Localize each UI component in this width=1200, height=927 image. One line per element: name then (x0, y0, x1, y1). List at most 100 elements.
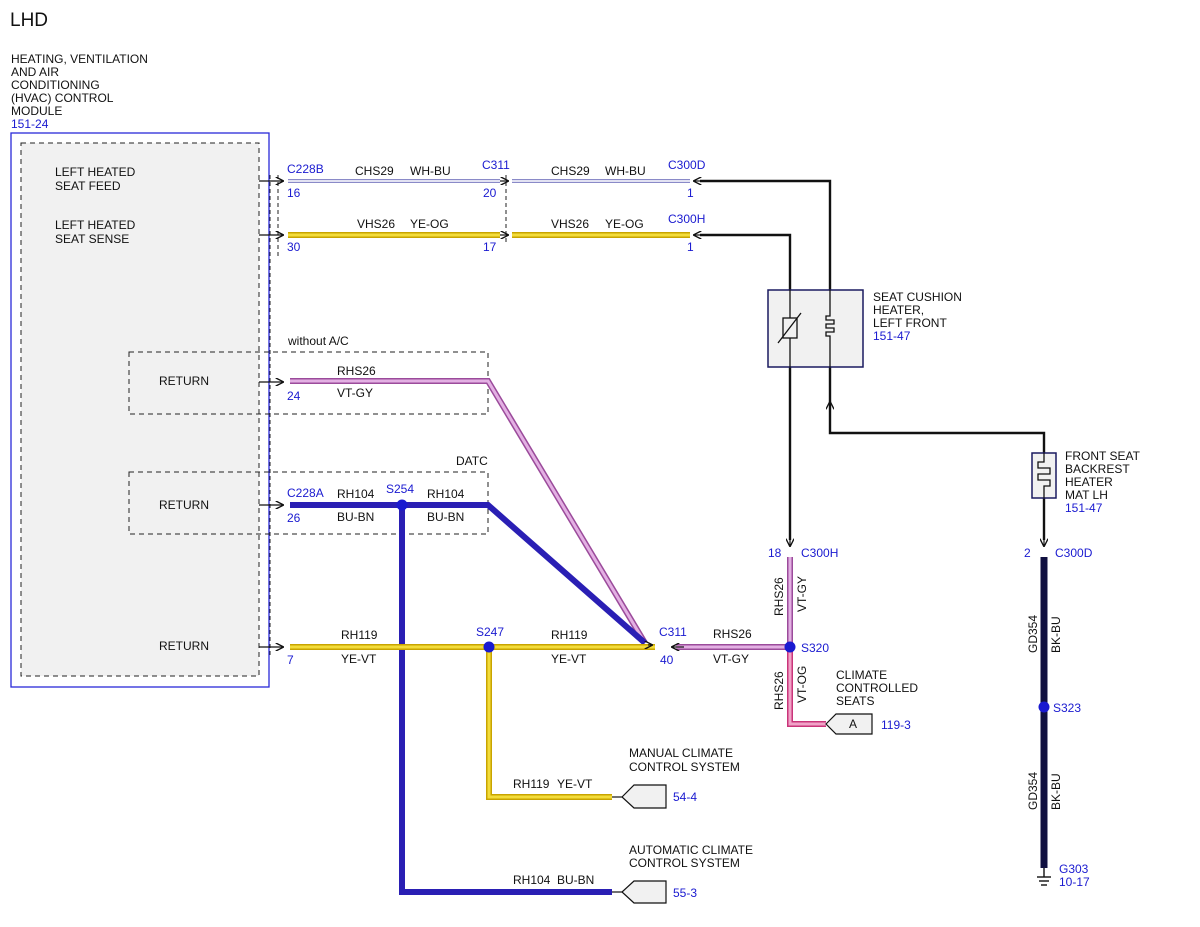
wl-rhs26-a: RHS26 (337, 364, 376, 378)
wl-chs29-a: CHS29 (355, 164, 394, 178)
wl-bkbu-v2: BK-BU (1049, 773, 1063, 810)
wl-yevt-b: YE-VT (551, 652, 587, 666)
wire-c300d-to-heater (700, 179, 832, 290)
wire-rhs26-vt-og (787, 647, 826, 727)
wl-rhs26-v1: RHS26 (772, 577, 786, 616)
pin-return-1: RETURN (159, 374, 209, 388)
backrest-line-3: HEATER (1065, 475, 1113, 489)
splice-s247-label: S247 (476, 625, 504, 639)
wl-yevt-a: YE-VT (341, 652, 377, 666)
conn-c300h-bot-pin: 18 (768, 546, 782, 560)
module-label: HEATING, VENTILATION AND AIR CONDITIONIN… (11, 52, 148, 131)
manual-line-2: CONTROL SYSTEM (629, 760, 740, 774)
wl-vhs26-b: VHS26 (551, 217, 589, 231)
manual-ref[interactable]: 54-4 (673, 790, 697, 804)
wl-gd354-v2: GD354 (1026, 772, 1040, 810)
wl-vtgy-a: VT-GY (337, 386, 373, 400)
wl-yeog-b: YE-OG (605, 217, 644, 231)
splice-s320 (784, 641, 796, 653)
conn-c300h-top: C300H (668, 212, 705, 226)
ccs-flag-letter: A (849, 717, 857, 731)
backrest-line-2: BACKREST (1065, 462, 1130, 476)
splice-s323 (1038, 701, 1050, 713)
conn-c300d-bot-pin: 2 (1024, 546, 1031, 560)
conn-c311-bot-pin: 40 (660, 653, 674, 667)
conn-c311-pin17: 17 (483, 240, 497, 254)
conn-c300d-top-pin: 1 (687, 186, 694, 200)
wl-rh119-b: RH119 (551, 628, 588, 642)
conn-pin24: 24 (287, 389, 301, 403)
auto-line-2: CONTROL SYSTEM (629, 856, 740, 870)
flag-manual[interactable] (621, 784, 667, 809)
conn-c228b-pin: 16 (287, 186, 301, 200)
wl-yeog-a: YE-OG (410, 217, 449, 231)
module-name-line-1: HEATING, VENTILATION (11, 52, 148, 66)
conn-pin30: 30 (287, 240, 301, 254)
module-name-line-3: CONDITIONING (11, 78, 100, 92)
wire-rhs26-without-ac (290, 378, 648, 645)
pin-sense-line-1: LEFT HEATED (55, 218, 136, 232)
backrest-ref[interactable]: 151-47 (1065, 501, 1103, 515)
flag-auto[interactable] (621, 880, 667, 904)
splice-s247 (483, 641, 495, 653)
wl-vtog-v2: VT-OG (795, 666, 809, 703)
ground-name: G303 (1059, 862, 1089, 876)
wl-rhs26-v2: RHS26 (772, 671, 786, 710)
conn-c228a-pin: 26 (287, 511, 301, 525)
conn-c311-pin20: 20 (483, 186, 497, 200)
wl-chs29-b: CHS29 (551, 164, 590, 178)
seat-cushion-heater-box[interactable] (767, 289, 864, 368)
conn-c300d-top: C300D (668, 158, 706, 172)
conn-c300h-top-pin: 1 (687, 240, 694, 254)
wire-rh119 (290, 644, 655, 800)
conn-c300h-bot: C300H (801, 546, 838, 560)
wl-rh119-a: RH119 (341, 628, 378, 642)
wl-whbu-b: WH-BU (605, 164, 646, 178)
auto-ref[interactable]: 55-3 (673, 886, 697, 900)
splice-s323-label: S323 (1053, 701, 1081, 715)
pin-return-3: RETURN (159, 639, 209, 653)
wl-rh104-b: RH104 (427, 487, 465, 501)
module-ref[interactable]: 151-24 (11, 117, 49, 131)
backrest-heater-icon (1037, 453, 1051, 498)
module-name-line-5: MODULE (11, 104, 62, 118)
conn-pin7: 7 (287, 653, 294, 667)
auto-line-1: AUTOMATIC CLIMATE (629, 843, 753, 857)
module-name-line-2: AND AIR (11, 65, 59, 79)
pin-feed-line-2: SEAT FEED (55, 179, 121, 193)
without-ac-label: without A/C (287, 334, 349, 348)
module-name-line-4: (HVAC) CONTROL (11, 91, 114, 105)
cushion-line-2: HEATER, (873, 303, 924, 317)
ccs-line-3: SEATS (836, 694, 874, 708)
conn-c311-top: C311 (482, 158, 510, 172)
cushion-line-3: LEFT FRONT (873, 316, 947, 330)
ccs-ref[interactable]: 119-3 (881, 718, 911, 732)
manual-line-1: MANUAL CLIMATE (629, 746, 733, 760)
cushion-ref[interactable]: 151-47 (873, 329, 911, 343)
wl-bkbu-v1: BK-BU (1049, 616, 1063, 653)
conn-c228a: C228A (287, 486, 324, 500)
pin-return-2: RETURN (159, 498, 209, 512)
ground-symbol (1037, 868, 1051, 886)
wl-bubn-a: BU-BN (337, 510, 374, 524)
thermistor-icon (777, 290, 802, 367)
backrest-line-1: FRONT SEAT (1065, 449, 1141, 463)
pin-sense-line-2: SEAT SENSE (55, 232, 129, 246)
splice-s254-label: S254 (386, 482, 414, 496)
ccs-line-2: CONTROLLED (836, 681, 918, 695)
cushion-line-1: SEAT CUSHION (873, 290, 962, 304)
wire-c300h-to-heater (700, 233, 792, 290)
wl-rh104-c: RH104 (513, 873, 551, 887)
splice-s320-label: S320 (801, 641, 829, 655)
wl-bubn-b: BU-BN (427, 510, 464, 524)
wl-yevt-c: YE-VT (557, 777, 593, 791)
wl-whbu-a: WH-BU (410, 164, 451, 178)
flag-ccs[interactable]: A (825, 713, 873, 735)
wl-rh119-c: RH119 (513, 777, 550, 791)
ground-ref[interactable]: 10-17 (1059, 875, 1090, 889)
wl-rhs26-b: RHS26 (713, 627, 752, 641)
hvac-module-inner (20, 142, 260, 677)
wl-bubn-c: BU-BN (557, 873, 594, 887)
wire-rh104 (290, 502, 647, 895)
